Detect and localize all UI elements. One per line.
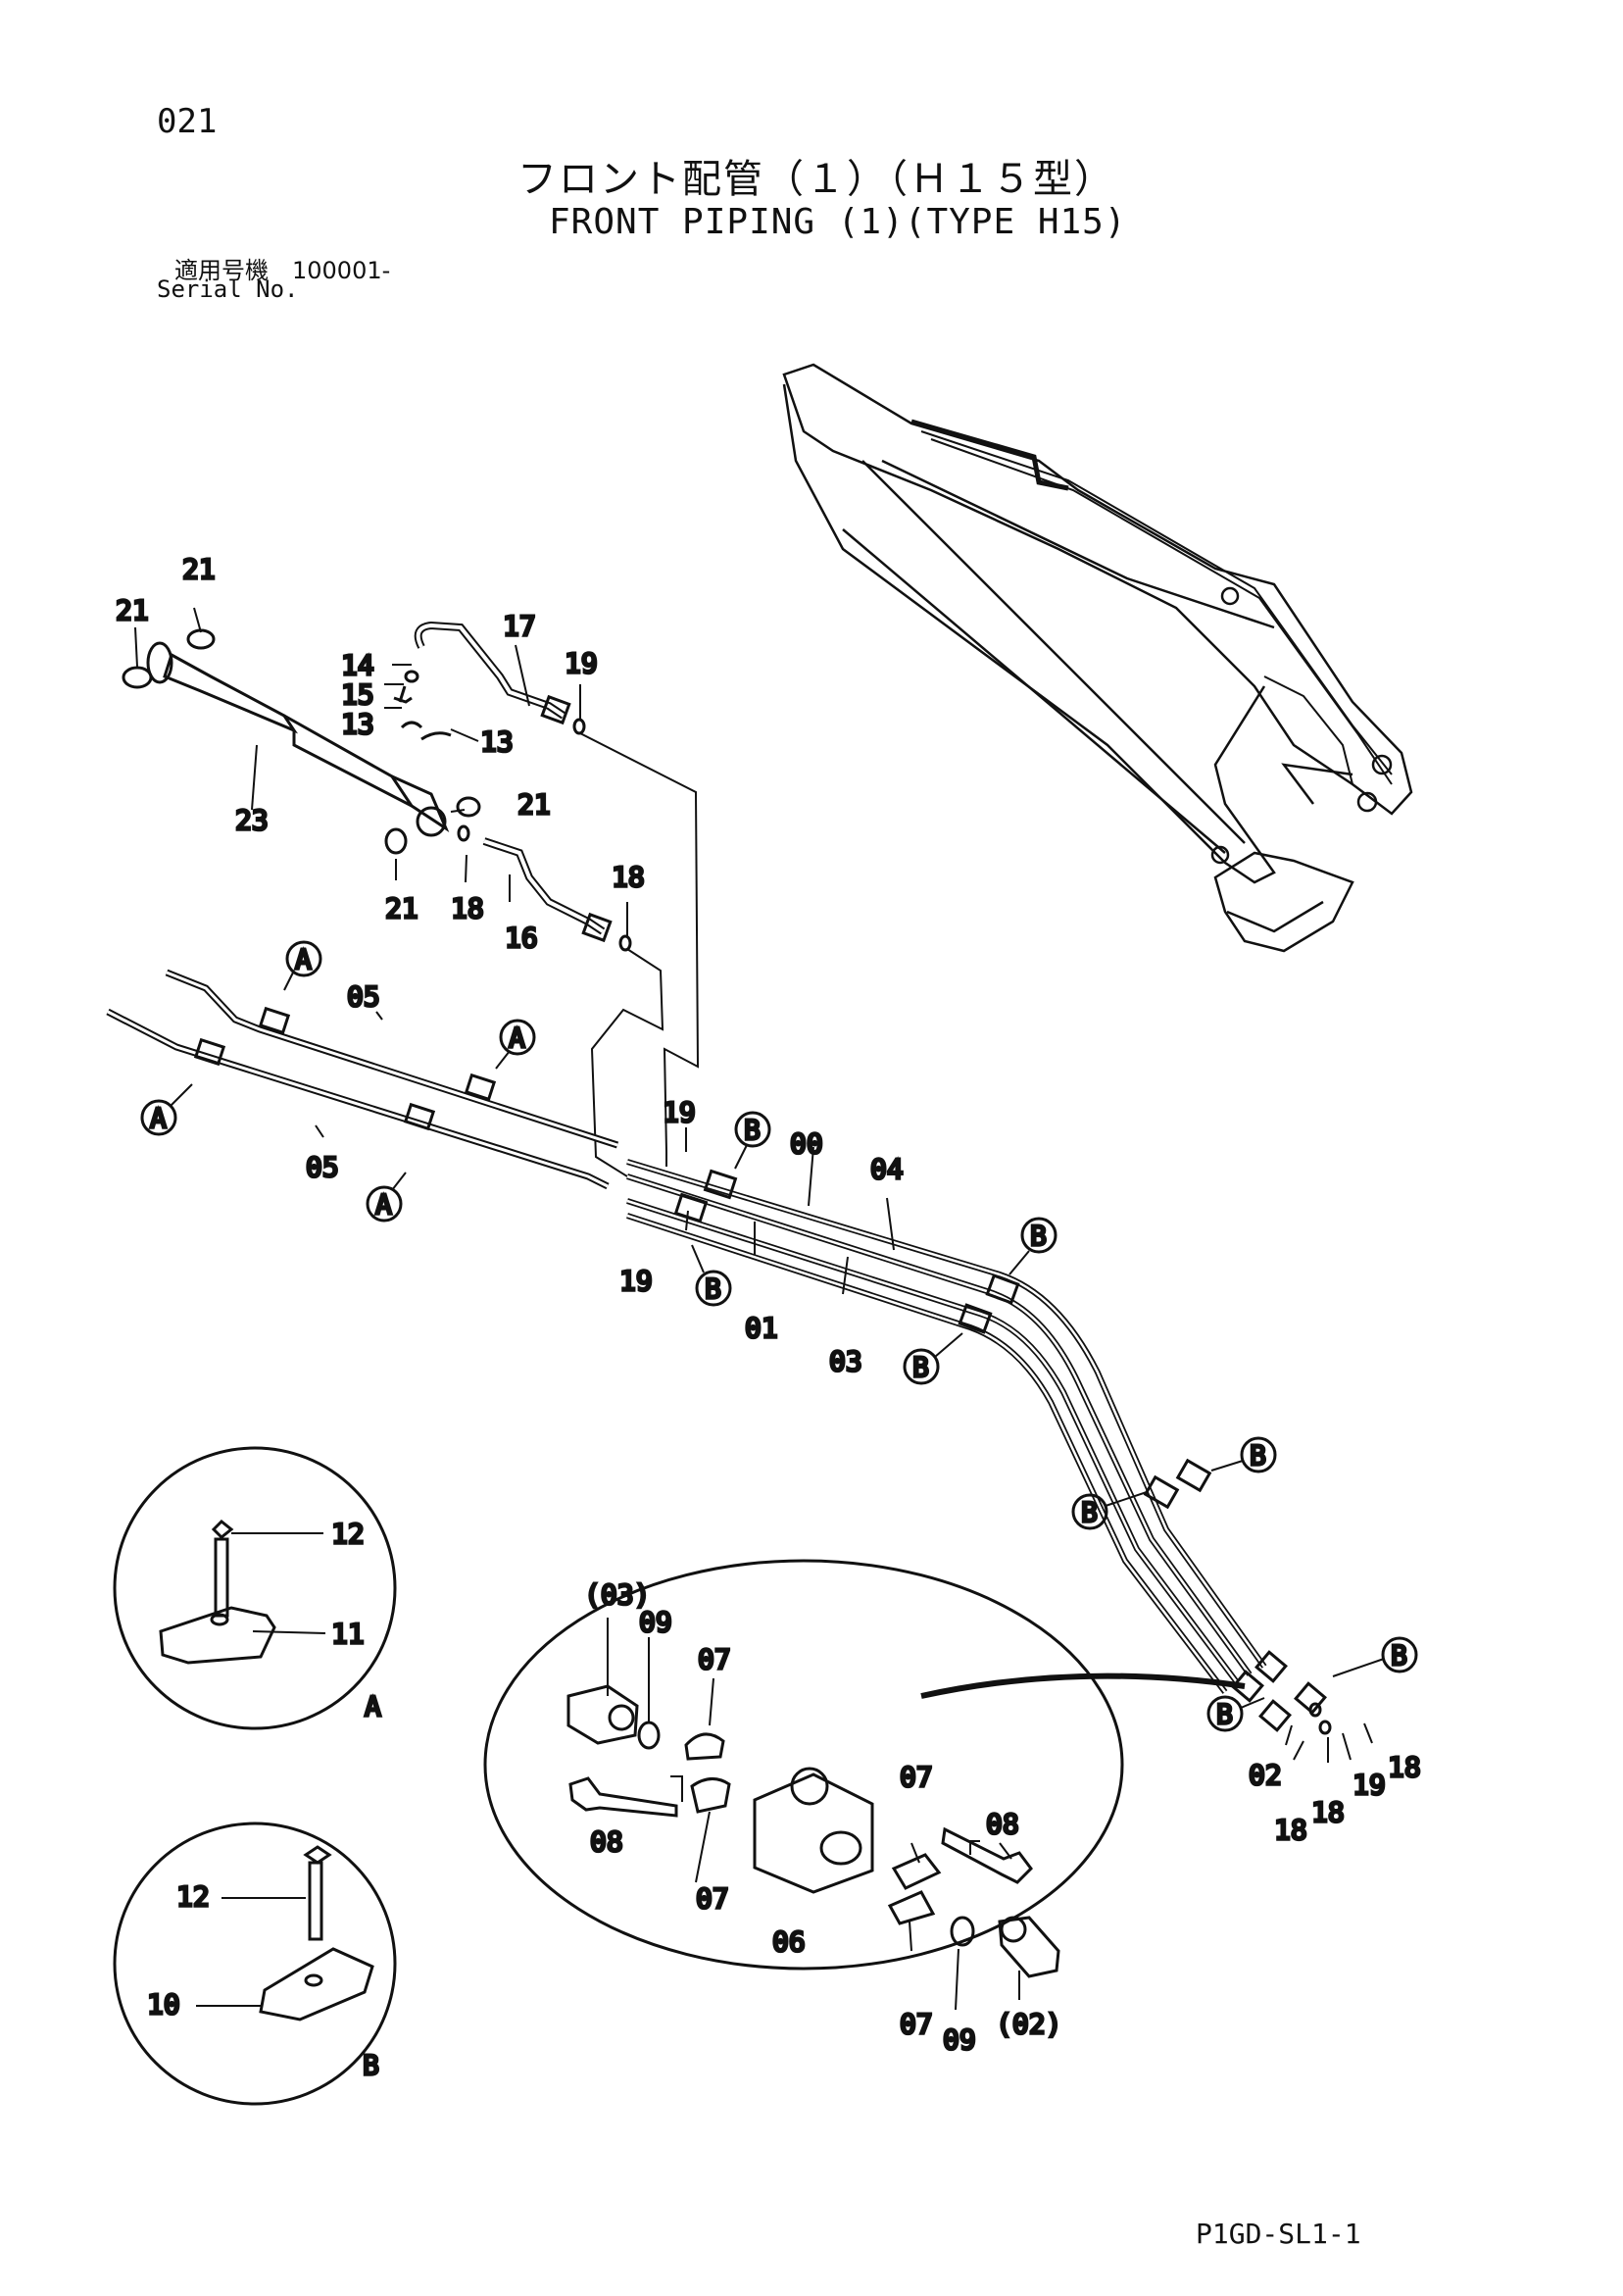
marker-b: B — [691, 1244, 732, 1307]
callout-12: 12 — [176, 1880, 210, 1913]
svg-text:B: B — [1250, 1439, 1266, 1472]
callout-19: 19 — [565, 647, 598, 679]
marker-b: B — [1206, 1695, 1265, 1732]
callout-18: 18 — [1274, 1814, 1307, 1846]
callout-15: 15 — [341, 678, 374, 711]
callout-07: 07 — [900, 2008, 933, 2040]
svg-text:B: B — [1081, 1496, 1098, 1528]
callout-07: 07 — [698, 1643, 731, 1675]
callout-05: 05 — [347, 980, 380, 1013]
callout-19: 19 — [663, 1096, 696, 1128]
detail-b-clamp — [113, 1822, 397, 2106]
callout-17: 17 — [503, 610, 536, 642]
callout-11: 11 — [331, 1618, 365, 1650]
marker-b: B — [1210, 1436, 1277, 1473]
callout-01: 01 — [745, 1312, 778, 1344]
callout-21: 21 — [116, 594, 149, 626]
svg-text:A: A — [375, 1188, 392, 1221]
svg-text:A: A — [150, 1102, 167, 1134]
callout-06: 06 — [772, 1925, 806, 1958]
excavator-front-illustration — [782, 363, 1413, 953]
callout-09: 09 — [639, 1606, 672, 1638]
svg-text:B: B — [1391, 1639, 1407, 1672]
callout-21: 21 — [182, 553, 216, 585]
callout-08: 08 — [590, 1825, 623, 1858]
marker-b: B — [734, 1111, 771, 1170]
svg-text:A: A — [295, 943, 312, 975]
callout-21: 21 — [385, 892, 418, 924]
svg-text:A: A — [509, 1022, 525, 1054]
marker-a: A — [366, 1172, 407, 1223]
callout-00: 00 — [790, 1127, 823, 1160]
detail-a-clamp — [113, 1446, 397, 1730]
callout-18: 18 — [451, 892, 484, 924]
marker-b: B — [1332, 1636, 1418, 1677]
callout-21: 21 — [517, 788, 551, 821]
callout-23: 23 — [235, 804, 269, 836]
marker-a: A — [495, 1019, 536, 1070]
detail-b-label: B — [363, 2049, 379, 2081]
svg-text:B: B — [744, 1114, 761, 1146]
callout-14: 14 — [341, 649, 374, 681]
callout-03: 03 — [829, 1345, 862, 1377]
routing-lines — [579, 732, 700, 1177]
leader-lines — [134, 607, 1373, 2011]
detail-swivel-joint — [483, 1559, 1246, 1978]
detail-a-label: A — [365, 1690, 381, 1722]
callout-02-ref: (02) — [996, 2008, 1061, 2040]
callout-08: 08 — [986, 1808, 1019, 1840]
callout-07: 07 — [696, 1882, 729, 1915]
callout-18: 18 — [1388, 1751, 1421, 1783]
document-code: P1GD-SL1-1 — [1196, 2218, 1361, 2250]
page-number: 021 — [157, 102, 218, 141]
callout-13: 13 — [480, 725, 514, 758]
callout-02: 02 — [1249, 1759, 1282, 1791]
callout-10: 10 — [147, 1988, 180, 2021]
title-english: FRONT PIPING (1)(TYPE H15) — [549, 202, 1127, 242]
title-japanese: フロント配管（１）（Ｈ１５型） — [517, 157, 1115, 202]
serial-label-english: Serial No. — [157, 275, 299, 303]
callout-05: 05 — [306, 1151, 339, 1183]
callout-07: 07 — [900, 1761, 933, 1793]
marker-b: B — [903, 1332, 963, 1385]
arm-cylinder-assembly — [122, 621, 632, 952]
arm-pipes-05 — [106, 969, 619, 1190]
callout-16: 16 — [505, 922, 538, 954]
marker-a: A — [283, 940, 322, 991]
marker-b: B — [1008, 1217, 1057, 1275]
boom-pipes — [626, 1159, 1332, 1735]
marker-b: B — [1071, 1491, 1148, 1530]
svg-text:B: B — [1216, 1698, 1233, 1730]
callout-12: 12 — [331, 1518, 365, 1550]
serial-label-japanese: 適用号機 100001- — [174, 257, 391, 284]
callout-13: 13 — [341, 708, 374, 740]
callout-18: 18 — [612, 861, 645, 893]
callout-03-ref: (03) — [584, 1578, 650, 1611]
callout-19: 19 — [619, 1265, 653, 1297]
svg-text:B: B — [705, 1273, 721, 1305]
callout-04: 04 — [870, 1153, 904, 1185]
marker-a: A — [140, 1083, 193, 1136]
callout-09: 09 — [943, 2023, 976, 2056]
callout-18: 18 — [1311, 1796, 1345, 1828]
svg-text:B: B — [1030, 1220, 1047, 1252]
svg-text:B: B — [912, 1351, 929, 1383]
callout-19: 19 — [1352, 1769, 1386, 1801]
